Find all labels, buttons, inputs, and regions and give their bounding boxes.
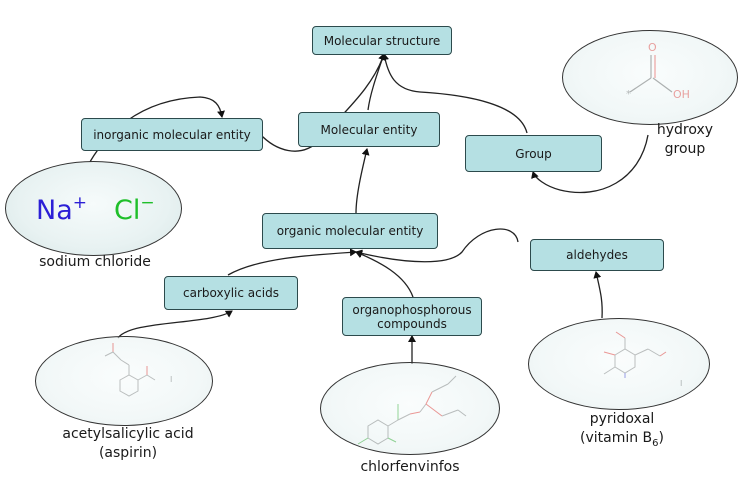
sodium-chloride-ellipse[interactable] — [5, 161, 182, 256]
chloride-charge: − — [140, 193, 155, 213]
node-group[interactable]: Group — [465, 135, 602, 172]
node-organophosphorous-compounds[interactable]: organophosphorous compounds — [342, 297, 482, 336]
hydroxy-label-line2: group — [664, 141, 706, 157]
pyridoxal-ellipse[interactable] — [528, 318, 710, 410]
pyridoxal-label-line2: (vitamin B6) — [562, 429, 682, 453]
pyridoxal-label: pyridoxal (vitamin B6) — [562, 410, 682, 453]
edge-sodium-to-inorganic — [84, 96, 225, 173]
pyridoxal-label-prefix: (vitamin B — [579, 430, 653, 446]
node-molecular-entity[interactable]: Molecular entity — [298, 112, 440, 147]
chlorfenvinfos-label: chlorfenvinfos — [360, 459, 460, 475]
edge-aspirin-to-carboxylic — [117, 310, 233, 339]
edge-pyridoxal-to-aldehydes — [593, 271, 603, 319]
edge-carboxylic-to-organic — [227, 248, 357, 276]
node-aldehydes[interactable]: aldehydes — [530, 239, 664, 271]
pyridoxal-label-sub: 6 — [652, 437, 659, 449]
hydroxy-label: hydroxy group — [640, 121, 730, 159]
aspirin-ellipse[interactable] — [35, 336, 213, 426]
pyridoxal-label-line1: pyridoxal — [589, 411, 655, 427]
node-organophosphorous-line1: organophosphorous — [352, 302, 472, 317]
edge-organic-to-molentity — [355, 148, 370, 214]
node-inorganic-molecular-entity[interactable]: inorganic molecular entity — [81, 118, 263, 151]
hydroxy-label-line1: hydroxy — [656, 122, 714, 138]
edge-aldehydes-to-organic — [355, 228, 519, 263]
sodium-chloride-label: sodium chloride — [39, 254, 151, 270]
chloride-symbol: Cl — [114, 195, 141, 226]
aspirin-label: acetylsalicylic acid (aspirin) — [48, 425, 208, 463]
node-organophosphorous-line2: compounds — [377, 316, 447, 331]
node-carboxylic-acids[interactable]: carboxylic acids — [164, 276, 298, 310]
edge-organophos-to-organic — [355, 250, 414, 298]
node-organic-molecular-entity[interactable]: organic molecular entity — [262, 213, 438, 249]
hydroxy-ellipse[interactable] — [562, 30, 738, 125]
edge-hydroxy-to-group — [531, 134, 649, 194]
edge-group-to-molstructure — [381, 53, 528, 134]
sodium-charge: + — [72, 193, 87, 213]
aspirin-label-line2: (aspirin) — [98, 445, 158, 461]
sodium-ion: Na+ — [36, 193, 87, 226]
node-molecular-structure[interactable]: Molecular structure — [312, 26, 452, 55]
chlorfenvinfos-ellipse[interactable] — [320, 362, 500, 455]
chloride-ion: Cl− — [114, 193, 155, 226]
aspirin-label-line1: acetylsalicylic acid — [62, 426, 194, 442]
sodium-symbol: Na — [36, 195, 73, 226]
pyridoxal-label-suffix: ) — [658, 430, 664, 446]
